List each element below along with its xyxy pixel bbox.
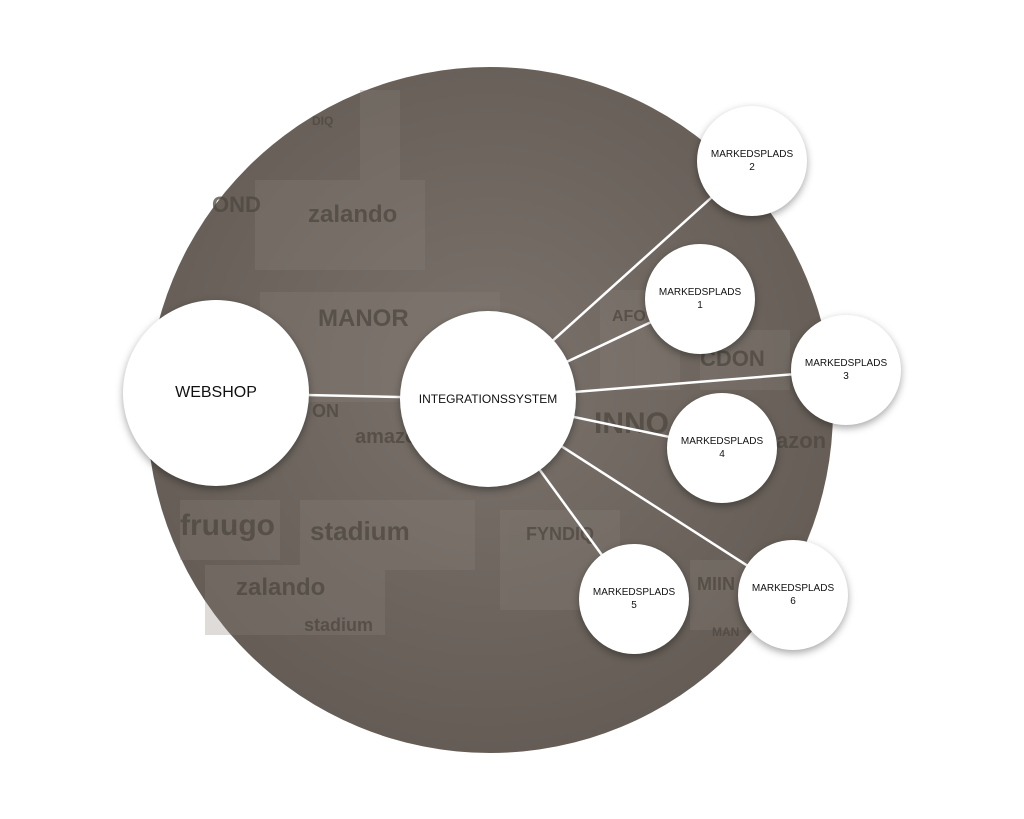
integration-system-node: INTEGRATIONSSYSTEM xyxy=(400,311,576,487)
marketplace-node-3: MARKEDSPLADS 3 xyxy=(791,315,901,425)
marketplace-label: MARKEDSPLADS xyxy=(751,583,835,594)
marketplace-label: MARKEDSPLADS xyxy=(658,287,742,298)
brand-mark: azon xyxy=(776,428,826,453)
brand-mark: MIIN xyxy=(697,574,735,594)
marketplace-label: MARKEDSPLADS xyxy=(710,149,794,160)
marketplace-node-4: MARKEDSPLADS 4 xyxy=(667,393,777,503)
brand-mark: zalando xyxy=(308,201,397,228)
webshop-node: WEBSHOP xyxy=(123,300,309,486)
brand-mark: AFO xyxy=(612,308,646,325)
brand-mark: MAN xyxy=(712,625,739,639)
brand-mark: FYNDIQ xyxy=(526,524,594,544)
marketplace-number: 3 xyxy=(843,371,849,382)
marketplace-number: 6 xyxy=(790,596,796,607)
marketplace-number: 1 xyxy=(697,300,703,311)
brand-mark: fruugo xyxy=(180,509,275,542)
marketplace-node-6: MARKEDSPLADS 6 xyxy=(738,540,848,650)
marketplace-node-2: MARKEDSPLADS 2 xyxy=(697,106,807,216)
brand-mark: zalando xyxy=(236,574,325,601)
brand-mark: MANOR xyxy=(318,305,409,332)
marketplace-label: MARKEDSPLADS xyxy=(592,587,676,598)
marketplace-label: MARKEDSPLADS xyxy=(804,358,888,369)
brand-mark: OND xyxy=(212,192,261,217)
marketplace-label: MARKEDSPLADS xyxy=(680,436,764,447)
integration-system-label: INTEGRATIONSSYSTEM xyxy=(418,392,558,406)
marketplace-number: 5 xyxy=(631,600,637,611)
brand-mark: ON xyxy=(312,401,339,421)
webshop-label: WEBSHOP xyxy=(175,384,257,401)
marketplace-node-5: MARKEDSPLADS 5 xyxy=(579,544,689,654)
brand-mark: stadium xyxy=(304,615,373,635)
brand-mark: DIQ xyxy=(312,114,333,128)
marketplace-number: 2 xyxy=(749,162,755,173)
marketplace-number: 4 xyxy=(719,449,725,460)
brand-mark: stadium xyxy=(310,516,410,546)
marketplace-node-1: MARKEDSPLADS 1 xyxy=(645,244,755,354)
